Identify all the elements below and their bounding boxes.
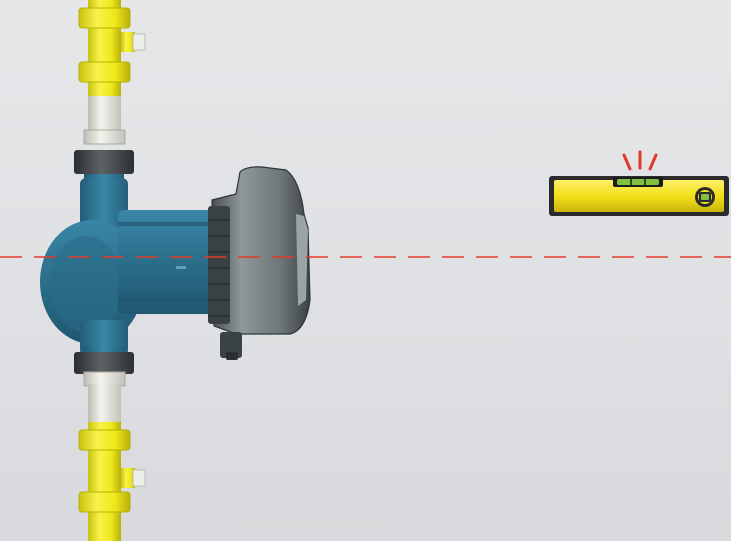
upper-union-nut (74, 150, 134, 182)
upper-pipe (78, 0, 146, 145)
pump-motor (118, 210, 214, 314)
pump-control-housing (208, 166, 311, 360)
alert-marks (622, 150, 658, 171)
lower-union-nut (74, 346, 134, 374)
lower-pipe (78, 371, 146, 541)
pump-volute (40, 178, 144, 356)
spirit-level-icon (549, 176, 729, 216)
